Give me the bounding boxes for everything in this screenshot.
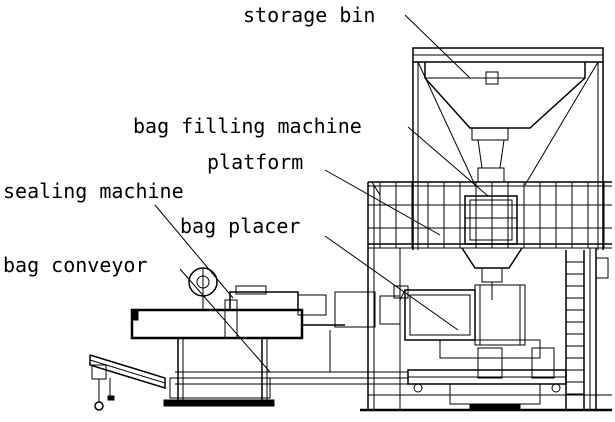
storage-bin bbox=[412, 47, 604, 250]
label-storage-bin: storage bin bbox=[243, 3, 375, 27]
leader-bag-placer bbox=[324, 235, 459, 331]
bag-filling-machine bbox=[461, 195, 523, 300]
label-platform: platform bbox=[207, 150, 303, 174]
leader-bag-conveyor bbox=[179, 268, 271, 373]
bag-placer bbox=[399, 284, 567, 411]
leader-lines bbox=[154, 14, 489, 373]
platform bbox=[368, 181, 612, 249]
leader-sealing-machine bbox=[154, 204, 234, 299]
leader-storage-bin bbox=[404, 14, 471, 79]
label-bag-placer: bag placer bbox=[180, 214, 300, 238]
bag-conveyor bbox=[89, 330, 408, 411]
leader-platform bbox=[324, 169, 441, 236]
label-bag-conveyor: bag conveyor bbox=[3, 253, 148, 277]
label-sealing-machine: sealing machine bbox=[3, 179, 184, 203]
leader-bag-filling-machine bbox=[407, 126, 489, 197]
sealing-machine bbox=[130, 267, 409, 407]
label-bag-filling-machine: bag filling machine bbox=[133, 114, 362, 138]
